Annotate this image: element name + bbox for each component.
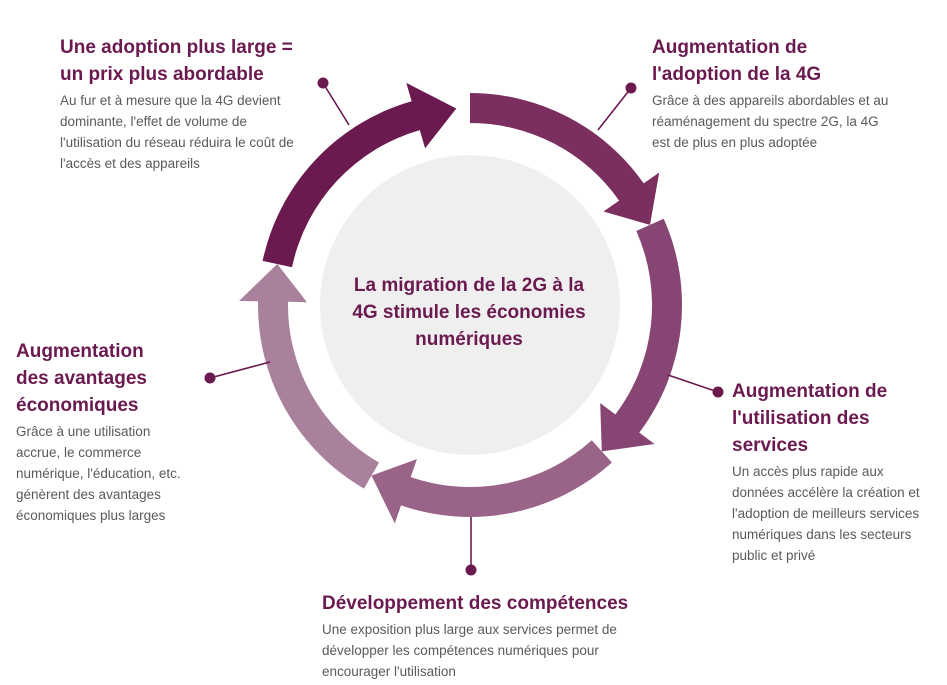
connector-4g-adoption-dot xyxy=(625,82,637,94)
stage-affordability-body: Au fur et à mesure que la 4G devient dom… xyxy=(60,93,294,171)
connector-affordability-line xyxy=(322,82,350,126)
connector-economic-benefits-dot xyxy=(204,372,216,384)
ring-segment-service-usage xyxy=(600,218,683,452)
stage-skills: Développement des compétences Une exposi… xyxy=(322,590,662,682)
stage-4g-adoption-body: Grâce à des appareils abordables et au r… xyxy=(652,93,889,150)
center-circle xyxy=(320,155,620,455)
stage-4g-adoption: Augmentation de l'adoption de la 4G Grâc… xyxy=(652,34,902,153)
ring-segment-affordability xyxy=(262,82,457,268)
stage-4g-adoption-title: Augmentation de l'adoption de la 4G xyxy=(652,37,822,85)
connector-affordability-dot xyxy=(317,77,329,89)
stage-economic-benefits: Augmentation des avantages économiques G… xyxy=(16,338,201,526)
connector-4g-adoption-line xyxy=(597,87,632,131)
connector-service-usage-dot xyxy=(712,386,724,398)
connector-economic-benefits-line xyxy=(209,361,271,379)
connector-skills-dot xyxy=(465,564,477,576)
ring-segment-skills xyxy=(371,440,612,524)
stage-service-usage-body: Un accès plus rapide aux données accélèr… xyxy=(732,464,920,563)
stage-affordability-title: Une adoption plus large = un prix plus a… xyxy=(60,37,293,85)
stage-affordability: Une adoption plus large = un prix plus a… xyxy=(60,34,320,174)
stage-economic-benefits-title: Augmentation des avantages économiques xyxy=(16,341,147,416)
stage-skills-body: Une exposition plus large aux services p… xyxy=(322,622,617,679)
connector-service-usage-line xyxy=(667,374,719,393)
ring-segment-economic-benefits xyxy=(239,264,379,489)
center-text: La migration de la 2G à la 4G stimule le… xyxy=(352,275,586,350)
ring-segment-4g-adoption xyxy=(470,92,660,225)
stage-service-usage-title: Augmentation de l'utilisation des servic… xyxy=(732,381,888,456)
stage-service-usage: Augmentation de l'utilisation des servic… xyxy=(732,378,937,566)
stage-skills-title: Développement des compétences xyxy=(322,593,629,614)
stage-economic-benefits-body: Grâce à une utilisation accrue, le comme… xyxy=(16,424,181,523)
